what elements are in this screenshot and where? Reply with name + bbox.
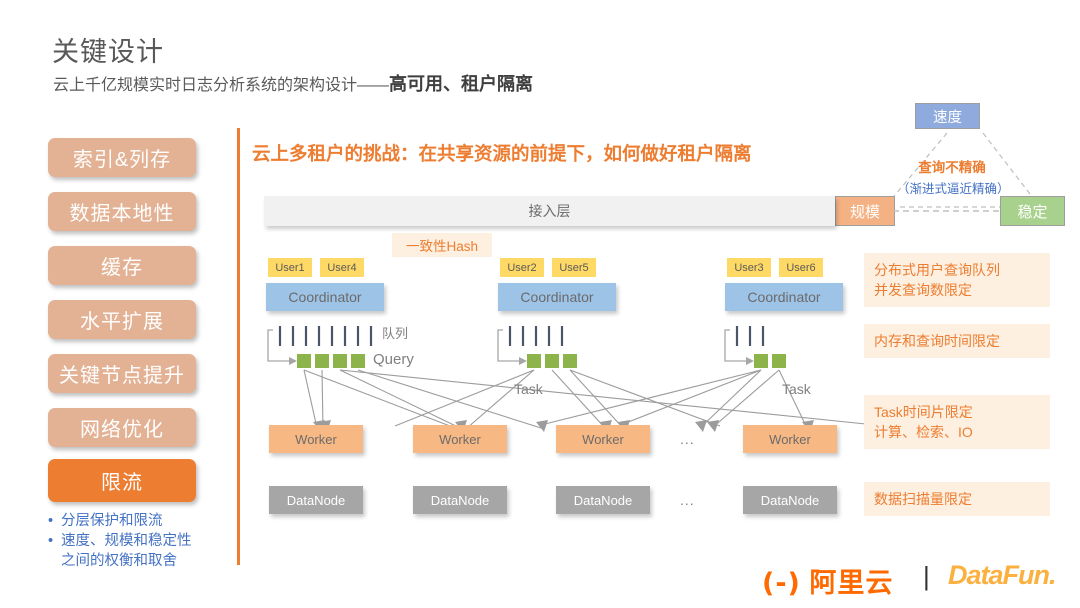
user-tag: User6 xyxy=(779,258,823,277)
bullet-marker-icon: • xyxy=(48,513,54,529)
datanode-node: DataNode xyxy=(413,486,507,514)
list-item: • 分层保护和限流 xyxy=(48,511,243,531)
scale-stable-connector xyxy=(893,210,1001,212)
datanode-label: DataNode xyxy=(573,492,633,508)
sidebar-item-label: 缓存 xyxy=(101,257,143,279)
worker-label: Worker xyxy=(439,431,481,447)
vertical-divider xyxy=(237,128,240,565)
triangle-node-speed: 速度 xyxy=(915,103,980,129)
user-tag: User5 xyxy=(552,258,596,277)
sidebar-item-label: 限流 xyxy=(101,472,143,494)
sidebar-item-label: 水平扩展 xyxy=(80,311,164,333)
user-tag-label: User2 xyxy=(507,261,537,274)
datafun-logo: DataFun. xyxy=(948,560,1057,591)
sidebar-item-label: 索引&列存 xyxy=(72,149,172,171)
user-tag: User4 xyxy=(320,258,364,277)
task-label: Task xyxy=(782,381,811,397)
sidebar-item-label: 关键节点提升 xyxy=(59,365,185,387)
datafun-wordmark: DataFun. xyxy=(948,560,1057,590)
coordinator-node: Coordinator xyxy=(266,283,384,311)
page-subtitle-emphasis: 高可用、租户隔离 xyxy=(389,74,534,94)
datanode-label: DataNode xyxy=(760,492,820,508)
note-query-queue-limit: 分布式用户查询队列 并发查询数限定 xyxy=(864,253,1050,307)
coordinator-label: Coordinator xyxy=(747,289,821,305)
datanode-node: DataNode xyxy=(556,486,650,514)
bullet-marker-icon: • xyxy=(48,533,54,549)
sidebar-item-data-locality[interactable]: 数据本地性 xyxy=(48,192,196,231)
triangle-node-stable: 稳定 xyxy=(1000,196,1065,226)
sidebar-item-cache[interactable]: 缓存 xyxy=(48,246,196,285)
triangle-node-label: 速度 xyxy=(933,109,962,126)
coordinator-node: Coordinator xyxy=(498,283,616,311)
consistent-hash-label: 一致性Hash xyxy=(405,239,478,254)
triangle-node-label: 规模 xyxy=(849,203,880,221)
user-tag-label: User6 xyxy=(786,261,816,274)
user-tag-label: User5 xyxy=(559,261,589,274)
worker-node: Worker xyxy=(556,425,650,453)
user-tag-label: User3 xyxy=(734,261,764,274)
user-tag-label: User1 xyxy=(275,261,305,274)
sidebar-item-horizontal-scale[interactable]: 水平扩展 xyxy=(48,300,196,339)
sidebar-item-rate-limit[interactable]: 限流 xyxy=(48,459,196,502)
worker-label: Worker xyxy=(582,431,624,447)
triangle-node-label: 稳定 xyxy=(1017,203,1048,221)
sidebar-item-index-columnar[interactable]: 索引&列存 xyxy=(48,138,196,177)
consistent-hash-tag: 一致性Hash xyxy=(392,233,492,257)
worker-node: Worker xyxy=(413,425,507,453)
list-item: • 速度、规模和稳定性 之间的权衡和取舍 xyxy=(48,531,243,571)
page-subtitle: 云上千亿规模实时日志分析系统的架构设计——高可用、租户隔离 xyxy=(53,70,533,96)
user-tag: User2 xyxy=(500,258,544,277)
bullet-text: 速度、规模和稳定性 之间的权衡和取舍 xyxy=(61,533,192,569)
worker-label: Worker xyxy=(295,431,337,447)
worker-node: Worker xyxy=(269,425,363,453)
datanode-label: DataNode xyxy=(286,492,346,508)
query-label: Query xyxy=(373,351,414,368)
datanode-node: DataNode xyxy=(269,486,363,514)
worker-node: Worker xyxy=(743,425,837,453)
task-label: Task xyxy=(514,381,543,397)
logo-separator: | xyxy=(923,561,930,591)
access-layer-bar: 接入层 xyxy=(264,196,835,226)
note-scan-volume-limit: 数据扫描量限定 xyxy=(864,482,1050,516)
triangle-center-label-primary: 查询不精确 xyxy=(918,160,986,175)
page-title: 关键设计 xyxy=(52,37,164,67)
queue-task-flow-graph xyxy=(267,326,886,432)
triangle-node-scale: 规模 xyxy=(835,196,895,226)
user-tag: User1 xyxy=(268,258,312,277)
worker-label: Worker xyxy=(769,431,811,447)
sidebar-item-network-optimize[interactable]: 网络优化 xyxy=(48,408,196,447)
alibaba-cloud-mark-icon: (-) xyxy=(762,568,801,599)
worker-row-ellipsis: ... xyxy=(680,431,695,447)
sidebar-item-label: 网络优化 xyxy=(80,419,164,441)
user-tag: User3 xyxy=(727,258,771,277)
datanode-node: DataNode xyxy=(743,486,837,514)
note-task-timeslice-limit: Task时间片限定 计算、检索、IO xyxy=(864,395,1050,449)
queue-label: 队列 xyxy=(382,326,409,341)
alibaba-cloud-wordmark: 阿里云 xyxy=(809,568,894,598)
sidebar-item-key-node-upgrade[interactable]: 关键节点提升 xyxy=(48,354,196,393)
datanode-label: DataNode xyxy=(430,492,490,508)
access-layer-label: 接入层 xyxy=(528,203,571,219)
coordinator-node: Coordinator xyxy=(725,283,843,311)
datanode-row-ellipsis: ... xyxy=(680,492,695,508)
sidebar-bullets: • 分层保护和限流 • 速度、规模和稳定性 之间的权衡和取舍 xyxy=(48,511,243,571)
sidebar-item-label: 数据本地性 xyxy=(69,203,175,225)
triangle-center-label-secondary: （渐进式逼近精确） xyxy=(897,182,1010,196)
note-memory-time-limit: 内存和查询时间限定 xyxy=(864,324,1050,358)
page-subtitle-normal: 云上千亿规模实时日志分析系统的架构设计—— xyxy=(53,77,390,94)
coordinator-label: Coordinator xyxy=(520,289,594,305)
user-tag-label: User4 xyxy=(327,261,357,274)
bullet-text: 分层保护和限流 xyxy=(61,513,163,529)
alibaba-cloud-logo: (-) 阿里云 xyxy=(762,561,893,600)
coordinator-label: Coordinator xyxy=(288,289,362,305)
diagram-heading: 云上多租户的挑战：在共享资源的前提下，如何做好租户隔离 xyxy=(252,143,752,164)
